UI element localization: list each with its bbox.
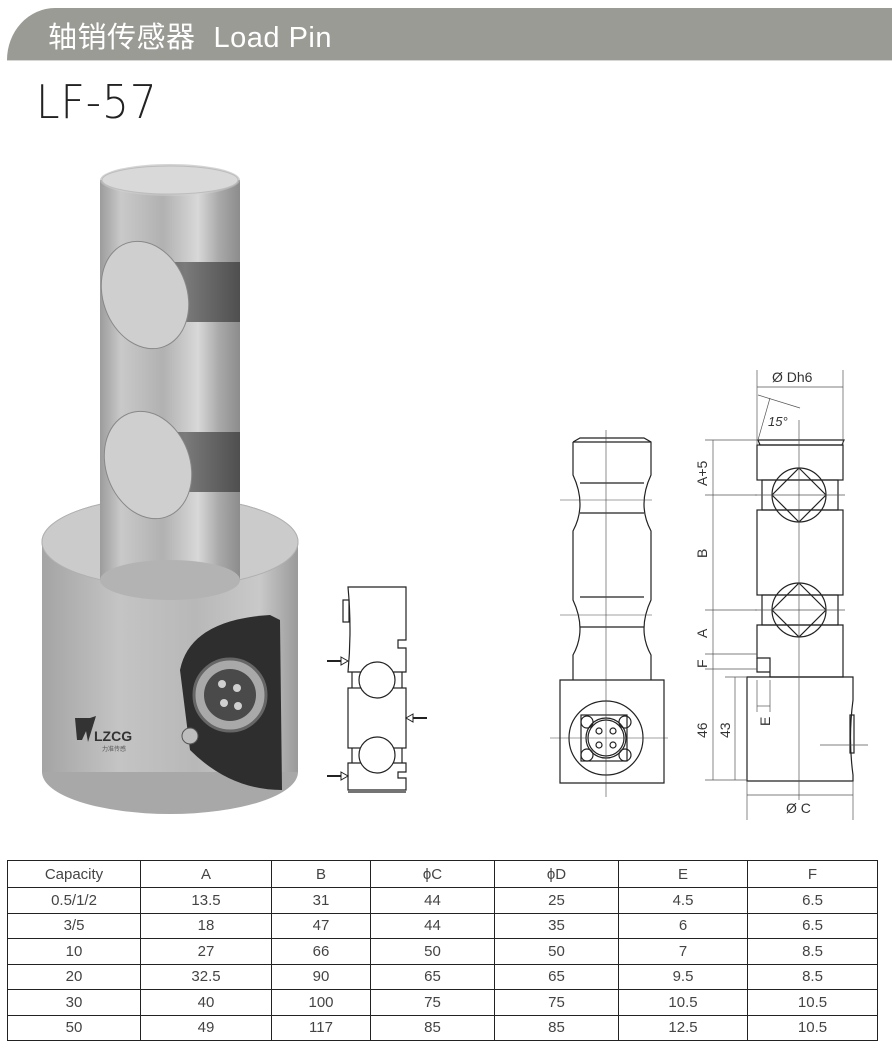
table-cell: 44 xyxy=(370,887,495,914)
dim-label-c: Ø C xyxy=(786,800,811,816)
title-chinese: 轴销传感器 xyxy=(48,22,196,54)
header-band xyxy=(7,8,892,60)
table-cell: 44 xyxy=(370,912,495,939)
table-cell: 4.5 xyxy=(618,887,748,914)
dim-label-angle: 15° xyxy=(768,414,788,429)
table-cell: 90 xyxy=(271,963,371,990)
dim-label-46: 46 xyxy=(694,722,710,738)
spec-table: Capacity A B ϕC ϕD E F 0.5/1/2 13.5 31 4… xyxy=(7,860,878,1041)
table-cell: 18 xyxy=(140,912,272,939)
table-cell: 65 xyxy=(370,963,495,990)
table-cell: 3/5 xyxy=(7,912,141,939)
table-row: 50 49 117 85 85 12.5 10.5 xyxy=(7,1014,878,1041)
table-cell: 13.5 xyxy=(140,887,272,914)
dim-label-43: 43 xyxy=(717,722,733,738)
table-row: 30 40 100 75 75 10.5 10.5 xyxy=(7,989,878,1016)
dim-label-e: E xyxy=(757,717,773,726)
product-photo: LZCG 力准传感 xyxy=(41,164,299,814)
dim-label-f: F xyxy=(694,659,710,668)
table-cell: 25 xyxy=(494,887,619,914)
column-header-b: B xyxy=(271,860,371,888)
table-header-row: Capacity A B ϕC ϕD E F xyxy=(7,860,878,888)
table-cell: 85 xyxy=(370,1014,495,1041)
table-cell: 50 xyxy=(7,1014,141,1041)
table-cell: 32.5 xyxy=(140,963,272,990)
column-header-e: E xyxy=(618,860,748,888)
side-view-drawing xyxy=(327,586,427,793)
table-cell: 75 xyxy=(494,989,619,1016)
table-cell: 31 xyxy=(271,887,371,914)
table-row: 0.5/1/2 13.5 31 44 25 4.5 6.5 xyxy=(7,887,878,914)
dim-label-a-plus-5: A+5 xyxy=(694,460,710,486)
force-arrow-icon xyxy=(327,656,350,666)
table-cell: 0.5/1/2 xyxy=(7,887,141,914)
table-cell: 49 xyxy=(140,1014,272,1041)
table-cell: 30 xyxy=(7,989,141,1016)
table-cell: 66 xyxy=(271,938,371,965)
column-header-f: F xyxy=(747,860,878,888)
table-cell: 35 xyxy=(494,912,619,939)
model-number: LF-57 xyxy=(36,75,158,129)
column-header-d: ϕD xyxy=(494,860,619,888)
column-header-capacity: Capacity xyxy=(7,860,141,888)
header-divider xyxy=(7,60,892,61)
dim-label-dh6: Ø Dh6 xyxy=(772,369,813,385)
table-cell: 27 xyxy=(140,938,272,965)
table-cell: 117 xyxy=(271,1014,371,1041)
table-cell: 65 xyxy=(494,963,619,990)
table-cell: 85 xyxy=(494,1014,619,1041)
table-cell: 10.5 xyxy=(747,989,878,1016)
title-english: Load Pin xyxy=(213,22,333,54)
table-cell: 6.5 xyxy=(747,887,878,914)
table-cell: 100 xyxy=(271,989,371,1016)
force-arrow-icon xyxy=(327,771,350,781)
front-view-drawing xyxy=(550,430,668,797)
table-cell: 9.5 xyxy=(618,963,748,990)
table-cell: 75 xyxy=(370,989,495,1016)
brand-logo: LZCG 力准传感 xyxy=(75,716,132,753)
table-cell: 7 xyxy=(618,938,748,965)
column-header-a: A xyxy=(140,860,272,888)
table-row: 3/5 18 47 44 35 6 6.5 xyxy=(7,912,878,939)
svg-text:LZCG: LZCG xyxy=(94,728,132,744)
table-row: 20 32.5 90 65 65 9.5 8.5 xyxy=(7,963,878,990)
table-cell: 6.5 xyxy=(747,912,878,939)
table-cell: 6 xyxy=(618,912,748,939)
table-cell: 50 xyxy=(494,938,619,965)
table-cell: 8.5 xyxy=(747,938,878,965)
table-cell: 10.5 xyxy=(618,989,748,1016)
table-cell: 47 xyxy=(271,912,371,939)
table-cell: 50 xyxy=(370,938,495,965)
page-title: 轴销传感器 Load Pin xyxy=(48,14,332,56)
svg-text:力准传感: 力准传感 xyxy=(102,745,126,753)
table-cell: 8.5 xyxy=(747,963,878,990)
table-cell: 10.5 xyxy=(747,1014,878,1041)
column-header-c: ϕC xyxy=(370,860,495,888)
dim-label-a: A xyxy=(694,628,710,638)
table-row: 10 27 66 50 50 7 8.5 xyxy=(7,938,878,965)
table-cell: 12.5 xyxy=(618,1014,748,1041)
dimension-drawing: Ø Dh6 15° A+5 B A F 46 43 E Ø C xyxy=(694,369,868,820)
force-arrow-icon xyxy=(404,713,427,723)
table-cell: 10 xyxy=(7,938,141,965)
table-cell: 40 xyxy=(140,989,272,1016)
table-cell: 20 xyxy=(7,963,141,990)
dim-label-b: B xyxy=(694,549,710,558)
